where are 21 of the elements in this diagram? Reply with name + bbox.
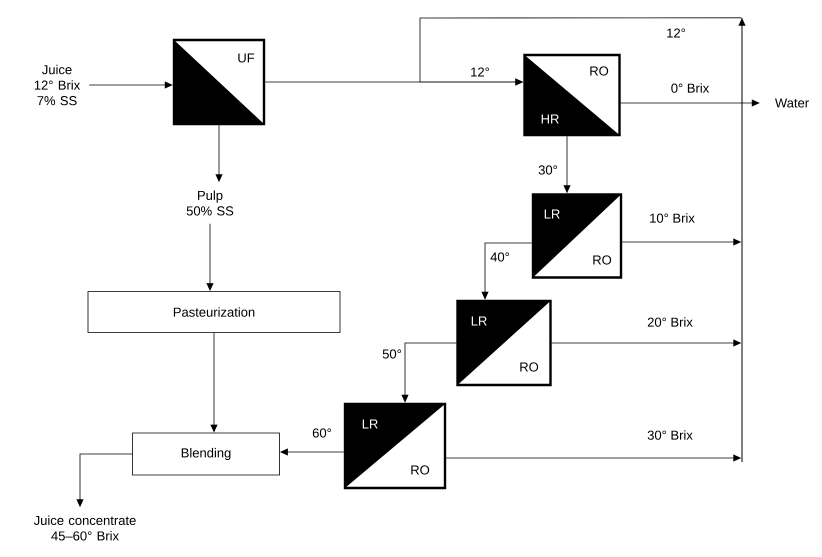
membrane-module: LR RO	[456, 300, 552, 386]
membrane-module: UF	[172, 38, 266, 126]
edge-label: 20° Brix	[646, 316, 694, 328]
edge-label: 0° Brix	[670, 82, 710, 94]
membrane-module: LR RO	[532, 193, 622, 279]
stream-label: Juice 12° Brix 7% SS	[34, 64, 80, 106]
edge-label: 30°	[537, 164, 559, 176]
stream-label: Water	[774, 98, 809, 108]
edge-label: 40°	[489, 251, 511, 263]
edge-label: 12°	[665, 27, 687, 39]
edge-label: 50°	[381, 348, 403, 360]
process-box: Pasteurization	[88, 291, 340, 333]
stream-label: Juice concentrate 45–60° Brix	[34, 515, 136, 541]
edge-label: 12°	[469, 66, 491, 78]
process-box: Blending	[132, 432, 280, 476]
edge-label: 30° Brix	[646, 429, 694, 441]
edge-label: 10° Brix	[648, 212, 696, 224]
membrane-module: LR RO	[344, 402, 446, 490]
edge-label: 60°	[311, 427, 333, 439]
membrane-module: RO HR	[523, 54, 621, 136]
stream-label: Pulp 50% SS	[186, 190, 234, 216]
